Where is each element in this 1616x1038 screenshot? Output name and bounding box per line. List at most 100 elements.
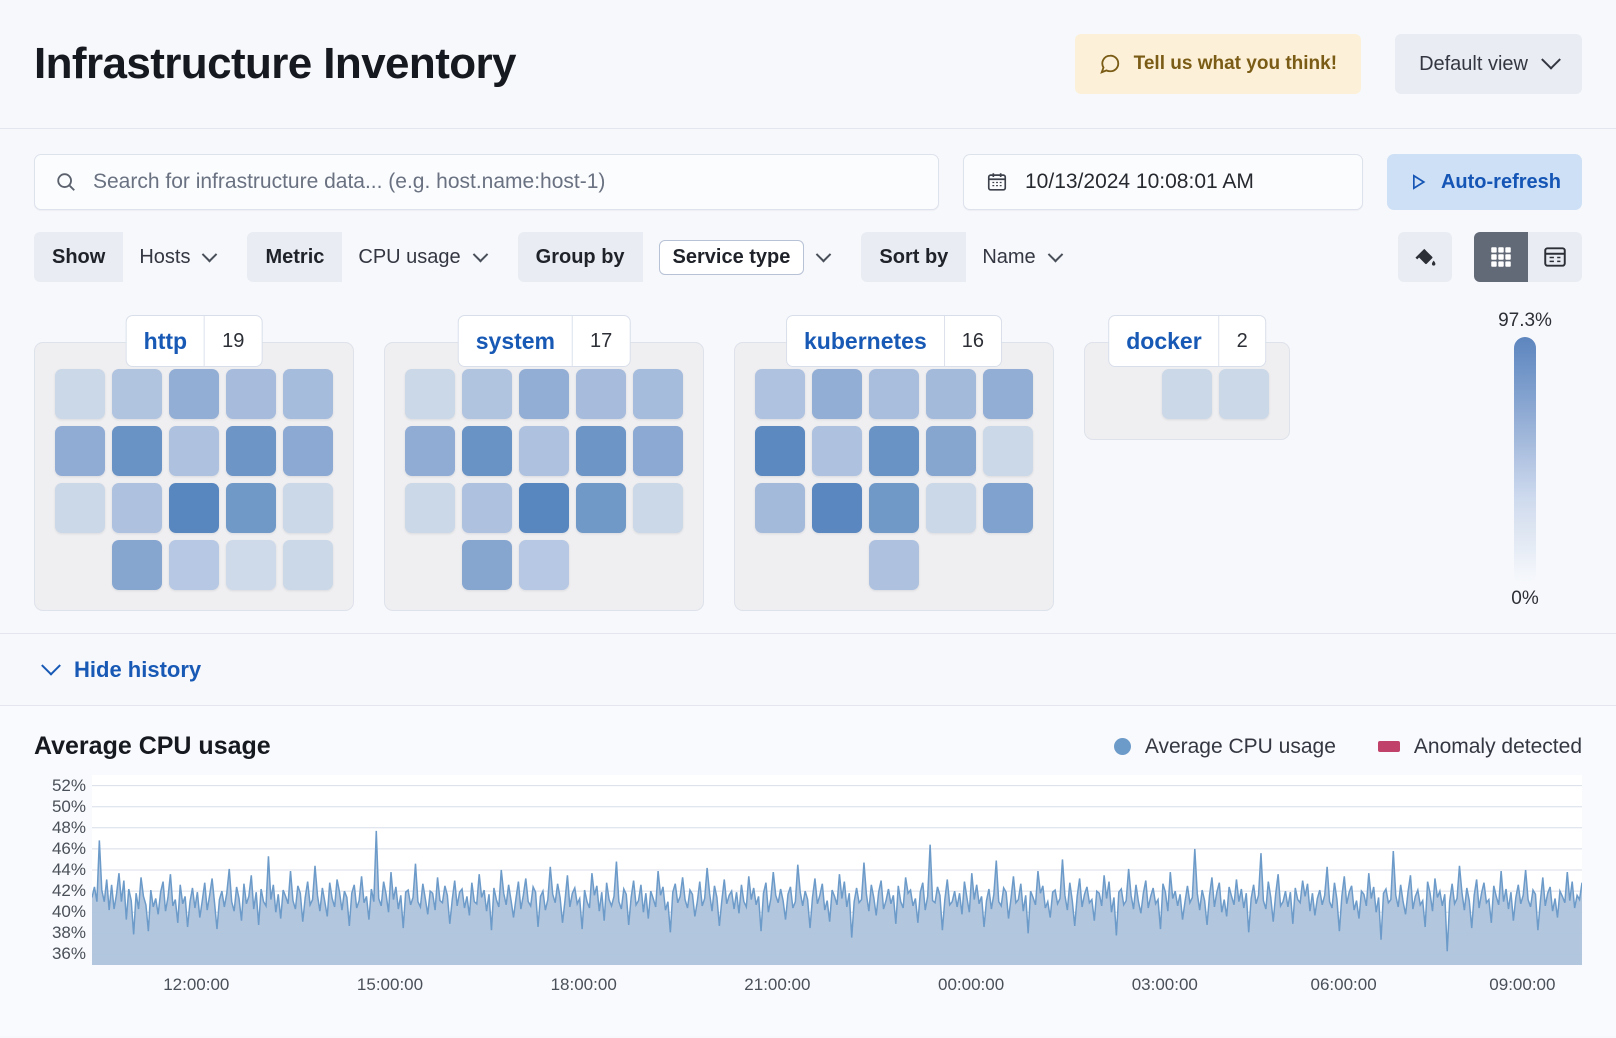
waffle-cell[interactable] xyxy=(519,483,569,533)
y-axis-tick-label: 50% xyxy=(51,796,86,816)
waffle-cell[interactable] xyxy=(55,426,105,476)
waffle-cell[interactable] xyxy=(1162,369,1212,419)
hide-history-toggle[interactable]: Hide history xyxy=(0,634,1616,706)
waffle-cell[interactable] xyxy=(633,483,683,533)
waffle-cell[interactable] xyxy=(405,369,455,419)
waffle-cell[interactable] xyxy=(462,426,512,476)
grid-view-button[interactable] xyxy=(1474,232,1528,282)
chart-plot-area[interactable] xyxy=(92,775,1582,965)
waffle-row xyxy=(55,369,333,419)
waffle-cell[interactable] xyxy=(755,426,805,476)
waffle-group-name[interactable]: kubernetes xyxy=(804,327,927,354)
waffle-cell[interactable] xyxy=(926,426,976,476)
waffle-cell[interactable] xyxy=(983,426,1033,476)
waffle-cell[interactable] xyxy=(1219,369,1269,419)
waffle-cell[interactable] xyxy=(226,540,276,590)
filter-show-select[interactable]: Hosts xyxy=(123,232,231,282)
date-picker[interactable]: 10/13/2024 10:08:01 AM xyxy=(963,154,1363,210)
waffle-cell[interactable] xyxy=(869,483,919,533)
view-selector-button[interactable]: Default view xyxy=(1395,34,1582,94)
waffle-cell[interactable] xyxy=(405,483,455,533)
waffle-cell[interactable] xyxy=(169,369,219,419)
waffle-cell[interactable] xyxy=(226,426,276,476)
waffle-cell[interactable] xyxy=(283,483,333,533)
legend-item-average-cpu-usage[interactable]: Average CPU usage xyxy=(1113,735,1336,759)
waffle-cell[interactable] xyxy=(112,540,162,590)
waffle-cell[interactable] xyxy=(112,426,162,476)
waffle-cell[interactable] xyxy=(576,426,626,476)
feedback-button[interactable]: Tell us what you think! xyxy=(1074,34,1362,94)
waffle-cell[interactable] xyxy=(869,369,919,419)
waffle-cell[interactable] xyxy=(112,483,162,533)
x-axis-tick-label: 06:00:00 xyxy=(1310,975,1377,994)
waffle-cell[interactable] xyxy=(112,369,162,419)
chart-header: Average CPU usage Average CPU usage Anom… xyxy=(34,732,1582,761)
waffle-cell[interactable] xyxy=(462,369,512,419)
waffle-cell[interactable] xyxy=(812,369,862,419)
waffle-row xyxy=(755,540,1033,590)
waffle-group-name[interactable]: docker xyxy=(1126,327,1202,354)
waffle-cell[interactable] xyxy=(226,369,276,419)
waffle-cell[interactable] xyxy=(169,540,219,590)
waffle-cell[interactable] xyxy=(576,369,626,419)
waffle-group-name[interactable]: system xyxy=(475,327,556,354)
waffle-cell[interactable] xyxy=(283,540,333,590)
waffle-cell[interactable] xyxy=(405,426,455,476)
waffle-cell[interactable] xyxy=(812,483,862,533)
x-axis-tick-label: 09:00:00 xyxy=(1489,975,1556,994)
waffle-cell[interactable] xyxy=(462,483,512,533)
view-toggle-group xyxy=(1474,232,1582,282)
legend-item-anomaly-detected[interactable]: Anomaly detected xyxy=(1377,734,1582,759)
waffle-cell[interactable] xyxy=(812,426,862,476)
filter-metric-select[interactable]: CPU usage xyxy=(342,232,501,282)
waffle-cell[interactable] xyxy=(869,540,919,590)
y-axis-tick-label: 52% xyxy=(51,775,86,795)
waffle-cell[interactable] xyxy=(926,483,976,533)
waffle-cell[interactable] xyxy=(519,426,569,476)
waffle-cell[interactable] xyxy=(576,483,626,533)
waffle-cell[interactable] xyxy=(519,540,569,590)
waffle-cell[interactable] xyxy=(983,483,1033,533)
waffle-group-header: docker 2 xyxy=(1108,315,1266,367)
waffle-cell[interactable] xyxy=(926,369,976,419)
waffle-cell[interactable] xyxy=(169,426,219,476)
search-row: Search for infrastructure data... (e.g. … xyxy=(34,154,1582,210)
waffle-group-name[interactable]: http xyxy=(143,327,188,354)
waffle-cell[interactable] xyxy=(55,483,105,533)
waffle-cell[interactable] xyxy=(169,483,219,533)
waffle-cell[interactable] xyxy=(633,426,683,476)
legend-min-value: 0% xyxy=(1511,588,1539,609)
waffle-cell[interactable] xyxy=(283,426,333,476)
waffle-group-header: system 17 xyxy=(457,315,631,367)
table-view-button[interactable] xyxy=(1528,232,1582,282)
filter-sort-by-select[interactable]: Name xyxy=(966,232,1076,282)
waffle-group-count: 17 xyxy=(572,316,629,366)
color-palette-button[interactable] xyxy=(1398,232,1452,282)
chart-title: Average CPU usage xyxy=(34,732,271,760)
y-axis-tick-label: 36% xyxy=(51,944,86,964)
waffle-cell[interactable] xyxy=(983,369,1033,419)
page-title: Infrastructure Inventory xyxy=(34,39,517,88)
filter-group-by-select[interactable]: Service type xyxy=(643,232,846,282)
view-selector-label: Default view xyxy=(1419,52,1528,75)
waffle-cell[interactable] xyxy=(755,483,805,533)
waffle-group-docker: docker 2 xyxy=(1084,315,1290,440)
waffle-cell[interactable] xyxy=(226,483,276,533)
waffle-cell[interactable] xyxy=(55,369,105,419)
waffle-cell[interactable] xyxy=(869,426,919,476)
waffle-cell[interactable] xyxy=(633,369,683,419)
waffle-cell[interactable] xyxy=(283,369,333,419)
waffle-cell[interactable] xyxy=(519,369,569,419)
search-input[interactable]: Search for infrastructure data... (e.g. … xyxy=(34,154,939,210)
y-axis-tick-label: 42% xyxy=(51,881,86,901)
waffle-row xyxy=(55,426,333,476)
x-axis-tick-label: 18:00:00 xyxy=(550,975,617,994)
waffle-cell[interactable] xyxy=(755,369,805,419)
waffle-cell[interactable] xyxy=(462,540,512,590)
auto-refresh-button[interactable]: Auto-refresh xyxy=(1387,154,1582,210)
legend-label: Anomaly detected xyxy=(1413,734,1582,758)
x-axis-tick-label: 15:00:00 xyxy=(356,975,424,994)
waffle-group-count: 2 xyxy=(1218,316,1265,366)
